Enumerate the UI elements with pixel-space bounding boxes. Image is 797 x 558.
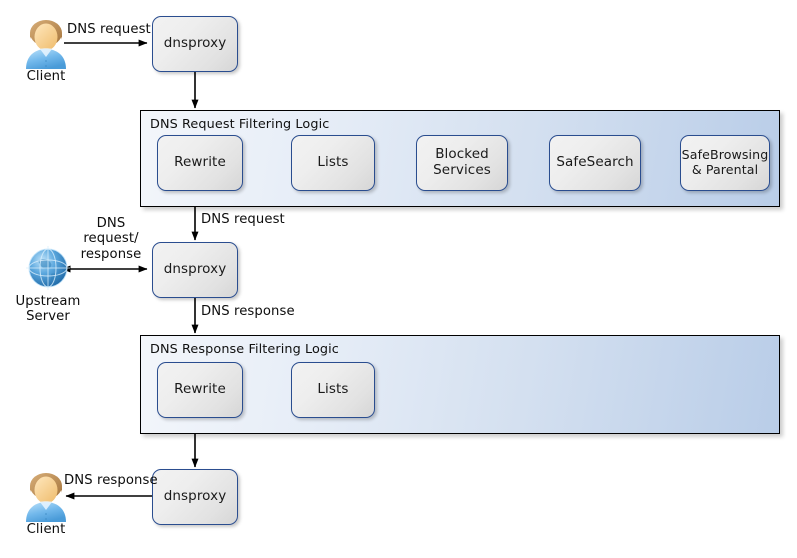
globe-icon xyxy=(24,243,72,293)
panel-title: DNS Request Filtering Logic xyxy=(150,117,330,132)
panel-request-filtering: DNS Request Filtering Logic Rewrite List… xyxy=(140,110,780,207)
node-label: dnsproxy xyxy=(163,261,227,278)
edge-label-proxy-to-upstream: DNS request/ response xyxy=(80,216,142,262)
person-icon xyxy=(20,14,72,69)
edge-label-proxy-to-client: DNS response xyxy=(64,473,158,488)
stage-rewrite[interactable]: Rewrite xyxy=(157,135,243,191)
edge-label-proxy-to-response-filter: DNS response xyxy=(201,304,295,319)
person-icon xyxy=(20,467,72,522)
edge-label-client-to-proxy: DNS request xyxy=(67,22,151,37)
stage-label: Lists xyxy=(317,154,349,171)
panel-title: DNS Response Filtering Logic xyxy=(150,342,339,357)
stage-label: SafeSearch xyxy=(556,154,634,171)
node-dnsproxy-middle[interactable]: dnsproxy xyxy=(152,242,238,298)
stage-safebrowsing-parental[interactable]: SafeBrowsing & Parental xyxy=(680,135,770,191)
node-dnsproxy-top[interactable]: dnsproxy xyxy=(152,16,238,72)
node-label: dnsproxy xyxy=(163,488,227,505)
stage-lists[interactable]: Lists xyxy=(291,362,375,418)
stage-label: Lists xyxy=(317,381,349,398)
stage-safesearch[interactable]: SafeSearch xyxy=(549,135,641,191)
actor-caption-client-top: Client xyxy=(26,69,66,84)
stage-rewrite[interactable]: Rewrite xyxy=(157,362,243,418)
stage-blocked-services[interactable]: Blocked Services xyxy=(416,135,508,191)
stage-label: Blocked Services xyxy=(433,146,491,178)
actor-caption-client-bottom: Client xyxy=(26,522,66,537)
stage-label: Rewrite xyxy=(174,154,226,171)
node-dnsproxy-bottom[interactable]: dnsproxy xyxy=(152,469,238,525)
actor-caption-upstream-server: Upstream Server xyxy=(15,294,81,325)
edge-label-proxy-to-request-filter: DNS request xyxy=(201,212,285,227)
stage-label: Rewrite xyxy=(174,381,226,398)
node-label: dnsproxy xyxy=(163,35,227,52)
stage-label: SafeBrowsing & Parental xyxy=(681,147,769,177)
panel-response-filtering: DNS Response Filtering Logic Rewrite Lis… xyxy=(140,335,780,434)
stage-lists[interactable]: Lists xyxy=(291,135,375,191)
